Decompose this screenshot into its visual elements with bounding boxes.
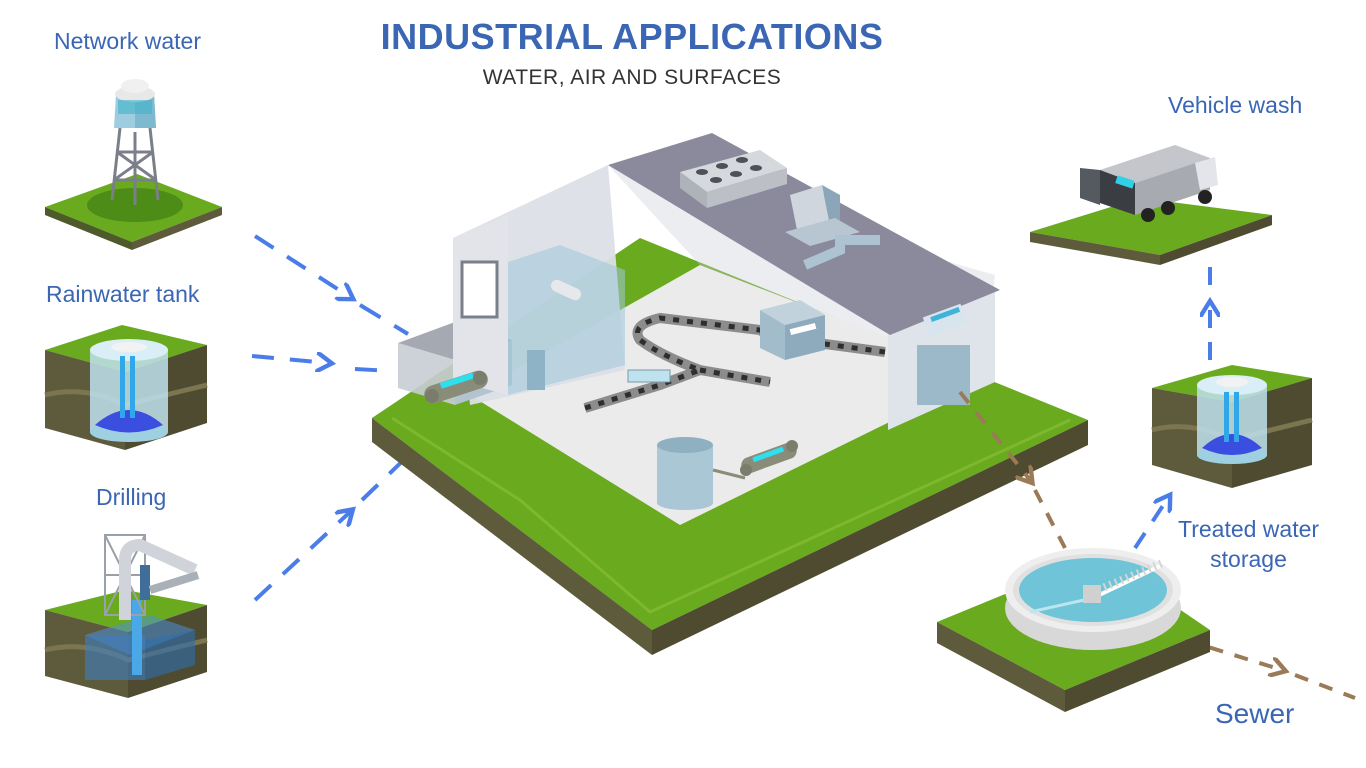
label-drilling: Drilling <box>96 484 167 510</box>
uv-reactor-floor-icon <box>740 440 798 476</box>
storage-tank-icon <box>657 437 746 510</box>
uv-reactor-icon <box>424 370 488 404</box>
label-treated-water-line1: Treated water <box>1178 516 1320 542</box>
label-network-water: Network water <box>54 28 201 54</box>
roof-air-handler <box>785 185 880 270</box>
drilling-tile <box>44 534 208 698</box>
label-treated-water-storage: Treated water storage <box>1178 514 1319 574</box>
arrow-treatment-to-storage <box>1133 498 1168 550</box>
truck-icon <box>1080 145 1218 222</box>
page-title: INDUSTRIAL APPLICATIONS <box>380 16 884 57</box>
clarifier-icon <box>1005 548 1181 650</box>
vehicle-wash-tile <box>1030 145 1272 265</box>
wastewater-arrows <box>958 390 1356 700</box>
rain-tank-icon <box>90 339 168 442</box>
label-vehicle-wash: Vehicle wash <box>1168 92 1303 118</box>
roof-vent-unit <box>680 150 787 208</box>
reuse-arrows <box>1133 262 1210 550</box>
arrow-rain-to-plant <box>251 356 328 363</box>
label-sewer: Sewer <box>1215 698 1295 729</box>
process-machine <box>760 300 825 360</box>
label-treated-water-line2: storage <box>1210 546 1287 572</box>
storage-tank-icon-output <box>1197 375 1267 464</box>
label-rainwater-tank: Rainwater tank <box>46 281 200 307</box>
drilling-rig-icon <box>85 534 200 680</box>
rainwater-tank-tile <box>44 325 208 450</box>
arrow-plant-to-treatment <box>958 390 1030 480</box>
treated-water-storage-tile <box>1151 365 1313 488</box>
arrow-treatment-to-sewer <box>1159 630 1282 670</box>
arrow-drill-to-plant <box>253 512 350 602</box>
arrow-network-to-plant <box>253 234 350 297</box>
treatment-plant-tile <box>937 548 1210 712</box>
network-water-tile <box>45 79 222 250</box>
water-tower-icon <box>110 127 160 205</box>
factory-building <box>398 133 1000 525</box>
page-subtitle: WATER, AIR AND SURFACES <box>482 66 782 89</box>
